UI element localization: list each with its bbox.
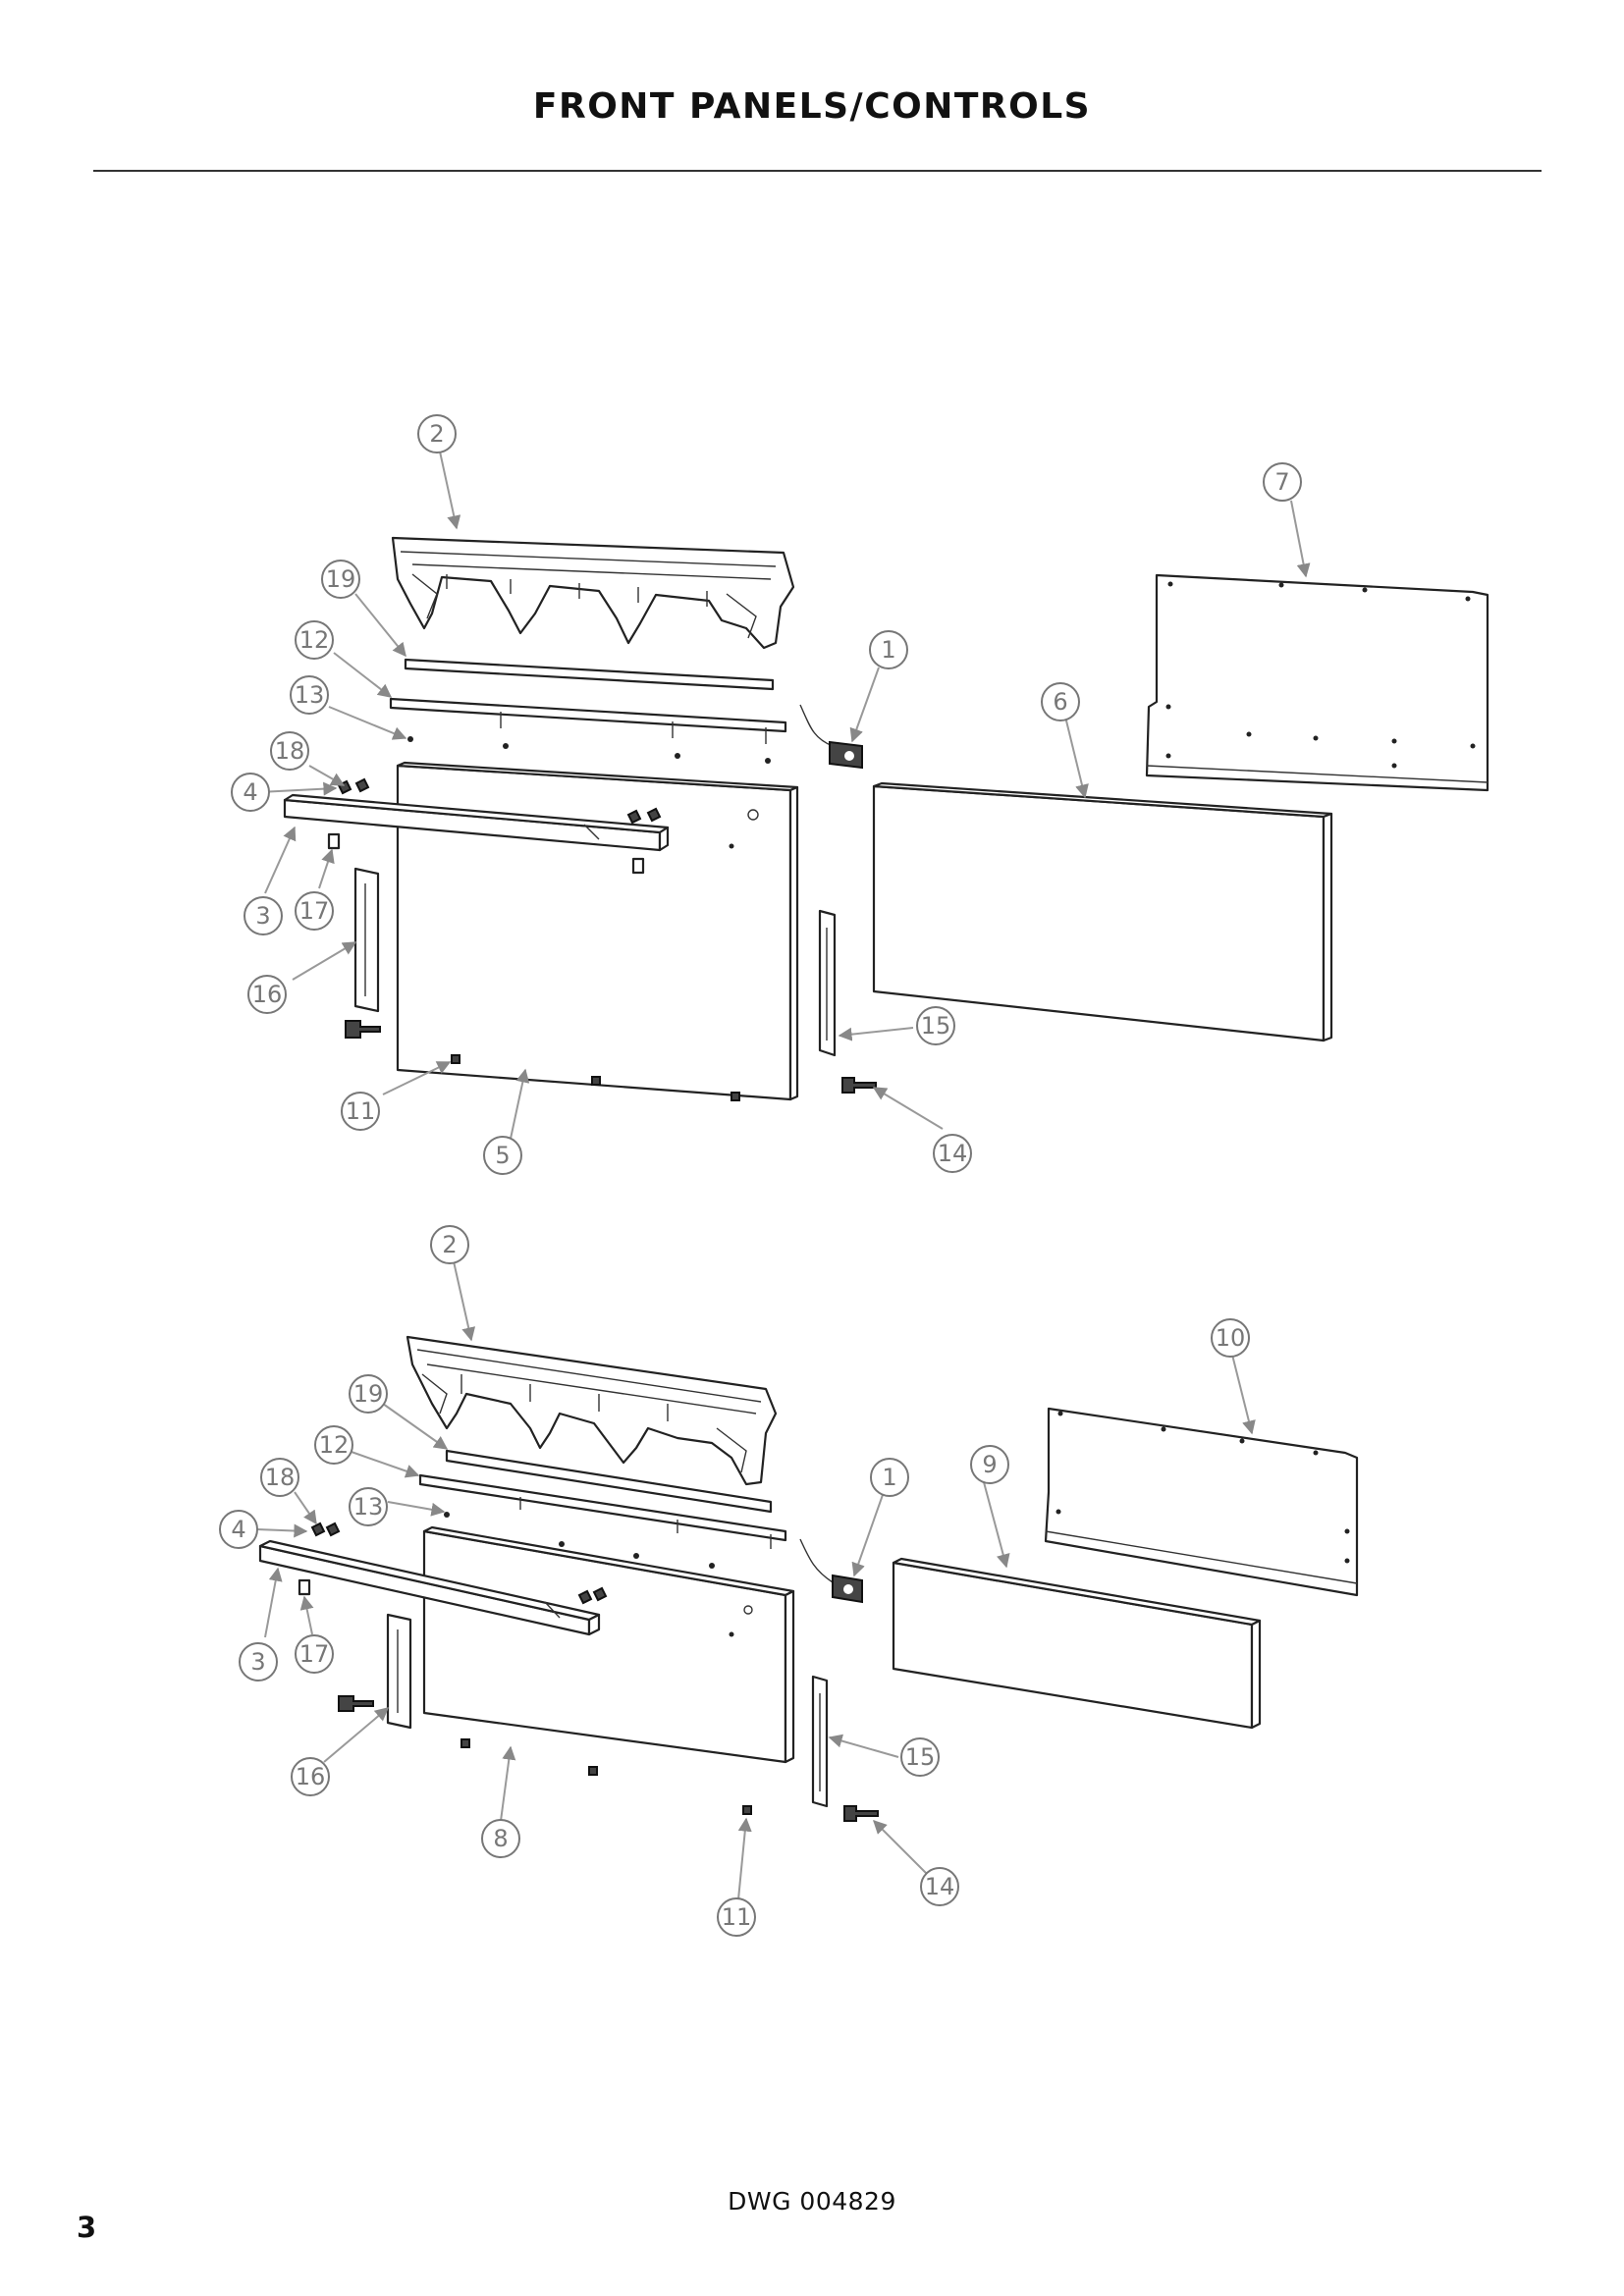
part-hinge-16 bbox=[345, 867, 381, 1039]
part-hinge-15-lower bbox=[811, 1675, 879, 1822]
part-rail-12-lower bbox=[418, 1473, 787, 1549]
callout-upper-6: 6 bbox=[1041, 682, 1080, 721]
callout-lower-17: 19 bbox=[349, 1374, 388, 1414]
part-hinge-15 bbox=[818, 909, 877, 1094]
callout-lower-13: 13 bbox=[349, 1487, 388, 1526]
svg-text:16: 16 bbox=[296, 1763, 326, 1790]
svg-text:1: 1 bbox=[881, 636, 895, 664]
part-control-module-1-lower bbox=[799, 1538, 863, 1604]
drawing-number: DWG 004829 bbox=[728, 2187, 896, 2216]
callout-lower-18: 18 bbox=[260, 1458, 299, 1497]
part-handle-3 bbox=[283, 793, 670, 852]
title-divider bbox=[93, 170, 1542, 172]
svg-text:14: 14 bbox=[938, 1140, 968, 1167]
part-feet-11 bbox=[451, 1054, 740, 1101]
part-clips-13-lower bbox=[444, 1512, 715, 1569]
callout-upper-14: 14 bbox=[933, 1134, 972, 1173]
page-title: FRONT PANELS/CONTROLS bbox=[532, 86, 1092, 127]
part-strip-17 bbox=[404, 658, 775, 691]
svg-text:9: 9 bbox=[982, 1451, 997, 1478]
svg-text:11: 11 bbox=[722, 1903, 752, 1931]
part-control-frame-lower bbox=[406, 1335, 778, 1486]
callout-upper-4: 4 bbox=[231, 773, 270, 812]
callout-lower-11: 11 bbox=[717, 1897, 756, 1937]
callout-upper-15: 15 bbox=[916, 1006, 955, 1045]
callout-lower-4: 4 bbox=[219, 1510, 258, 1549]
callout-upper-18: 18 bbox=[270, 731, 309, 771]
part-rail-12 bbox=[389, 697, 787, 744]
svg-text:19: 19 bbox=[353, 1380, 384, 1408]
svg-text:12: 12 bbox=[319, 1431, 350, 1459]
callout-upper-16: 16 bbox=[247, 975, 287, 1014]
svg-text:16: 16 bbox=[252, 981, 283, 1008]
part-bumper-19-lower bbox=[298, 1578, 311, 1596]
svg-text:2: 2 bbox=[442, 1231, 457, 1258]
callout-upper-7: 7 bbox=[1263, 462, 1302, 502]
callout-lower-2: 2 bbox=[430, 1225, 469, 1264]
part-door-panel-5 bbox=[396, 761, 799, 1101]
svg-text:14: 14 bbox=[925, 1873, 955, 1900]
svg-text:4: 4 bbox=[243, 778, 257, 806]
svg-text:11: 11 bbox=[346, 1097, 376, 1125]
svg-text:17: 17 bbox=[299, 1640, 330, 1668]
callout-lower-19: 17 bbox=[295, 1634, 334, 1674]
callout-lower-3: 3 bbox=[239, 1642, 278, 1682]
callout-lower-14: 14 bbox=[920, 1867, 959, 1906]
svg-text:17: 17 bbox=[299, 897, 330, 925]
svg-text:1: 1 bbox=[882, 1464, 896, 1491]
callout-upper-2: 2 bbox=[417, 414, 457, 454]
svg-text:10: 10 bbox=[1216, 1324, 1246, 1352]
svg-text:15: 15 bbox=[921, 1012, 951, 1040]
part-clips-13 bbox=[407, 736, 771, 764]
part-handle-3-lower bbox=[258, 1539, 601, 1636]
callout-upper-13: 13 bbox=[290, 675, 329, 715]
part-control-module-1 bbox=[799, 704, 863, 770]
part-bumper-19 bbox=[327, 832, 645, 875]
part-rear-sheet-7 bbox=[1145, 573, 1489, 792]
page-number: 3 bbox=[77, 2211, 97, 2244]
part-hinge-16-lower bbox=[338, 1613, 412, 1730]
svg-text:5: 5 bbox=[495, 1142, 510, 1169]
svg-text:3: 3 bbox=[255, 902, 270, 930]
svg-text:4: 4 bbox=[231, 1516, 245, 1543]
upper-assembly: 2 7 19 12 13 18 4 1 6 3 17 16 15 14 5 11 bbox=[231, 414, 1489, 1175]
part-screws-18-lower bbox=[310, 1522, 608, 1605]
callout-lower-15: 15 bbox=[900, 1737, 940, 1777]
callout-upper-3: 3 bbox=[244, 896, 283, 935]
svg-text:19: 19 bbox=[326, 565, 356, 593]
svg-text:3: 3 bbox=[250, 1648, 265, 1676]
part-rear-sheet-10 bbox=[1044, 1407, 1359, 1597]
svg-text:6: 6 bbox=[1053, 688, 1067, 716]
part-feet-11-lower bbox=[460, 1738, 752, 1815]
callout-lower-1: 1 bbox=[870, 1458, 909, 1497]
svg-text:13: 13 bbox=[353, 1493, 384, 1521]
callout-upper-1: 1 bbox=[869, 630, 908, 669]
part-control-frame bbox=[391, 536, 795, 650]
svg-text:12: 12 bbox=[299, 626, 330, 654]
callout-lower-16: 16 bbox=[291, 1757, 330, 1796]
callout-upper-11: 11 bbox=[341, 1092, 380, 1131]
lower-assembly: 2 10 19 12 13 18 4 1 9 3 17 16 15 14 8 1… bbox=[219, 1225, 1359, 1937]
callout-upper-17: 19 bbox=[321, 560, 360, 599]
callout-lower-12: 12 bbox=[314, 1425, 353, 1465]
callout-lower-8: 8 bbox=[481, 1819, 520, 1858]
callout-upper-19: 17 bbox=[295, 891, 334, 931]
svg-text:2: 2 bbox=[429, 420, 444, 448]
svg-text:15: 15 bbox=[905, 1743, 936, 1771]
svg-text:18: 18 bbox=[265, 1464, 296, 1491]
callout-upper-12: 12 bbox=[295, 620, 334, 660]
part-front-panel-6 bbox=[872, 781, 1333, 1042]
svg-text:8: 8 bbox=[493, 1825, 508, 1852]
svg-text:7: 7 bbox=[1274, 468, 1289, 496]
callout-upper-5: 5 bbox=[483, 1136, 522, 1175]
svg-text:13: 13 bbox=[295, 681, 325, 709]
callout-lower-10: 10 bbox=[1211, 1318, 1250, 1358]
part-front-panel-9 bbox=[892, 1557, 1262, 1730]
part-door-panel-8 bbox=[422, 1525, 795, 1764]
svg-text:18: 18 bbox=[275, 737, 305, 765]
part-strip-17-lower bbox=[445, 1449, 773, 1514]
callout-lower-9: 9 bbox=[970, 1445, 1009, 1484]
